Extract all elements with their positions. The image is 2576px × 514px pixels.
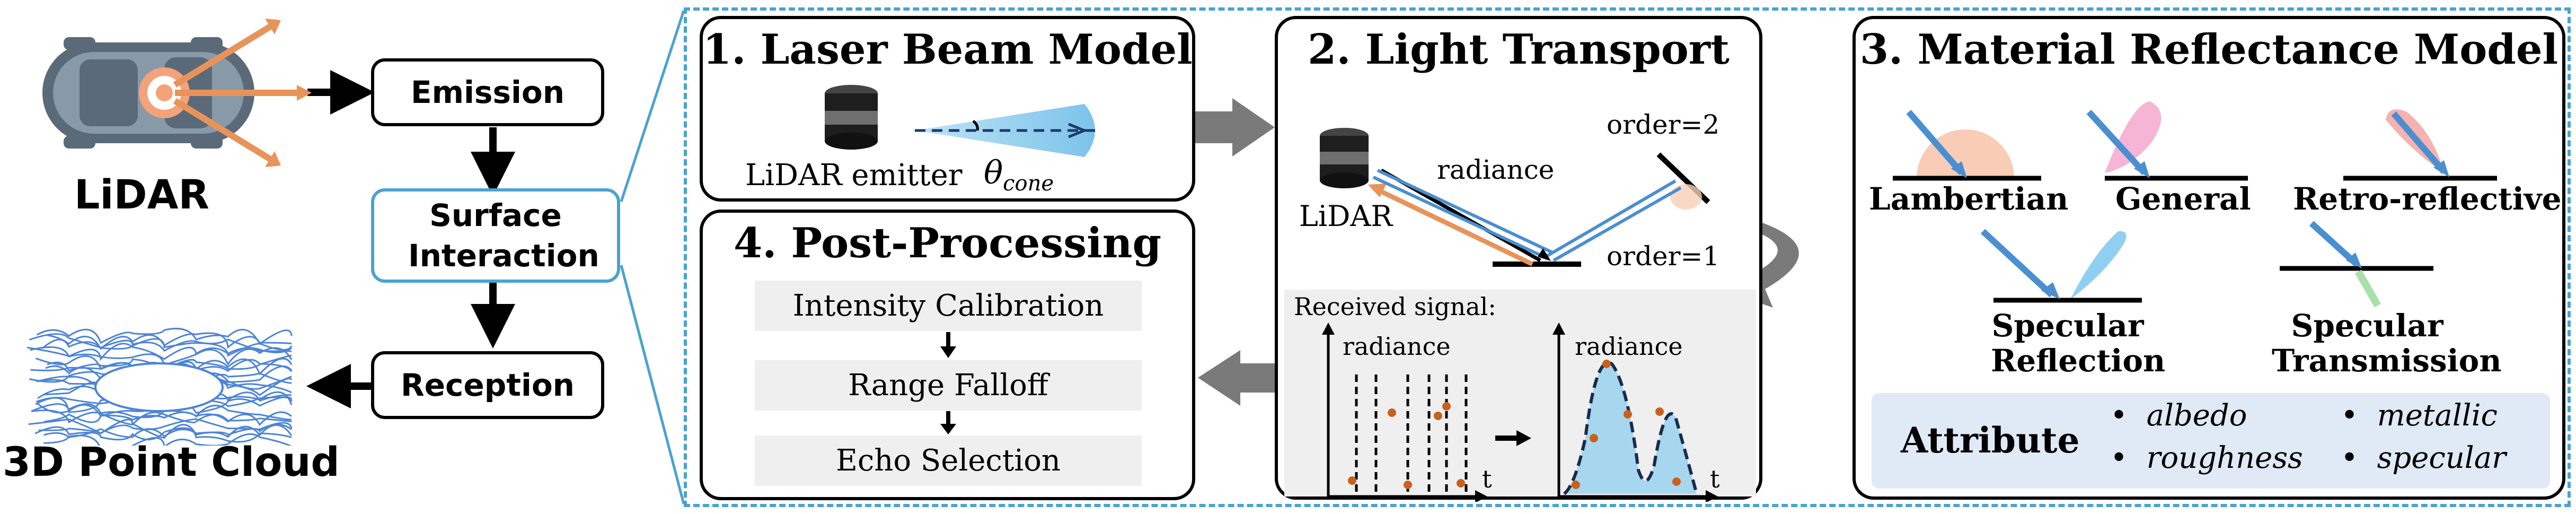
beam-cone-icon: [915, 104, 1095, 157]
surface-interaction-label: Surface Interaction: [408, 197, 599, 274]
step-intensity-calibration: Intensity Calibration: [755, 281, 1142, 331]
attribute-label: Attribute: [1901, 420, 2080, 461]
material-retro-reflective: Retro-reflective: [2293, 181, 2562, 217]
attribute-metallic: • metallic: [2341, 398, 2498, 433]
bullet: •: [2341, 398, 2359, 433]
theta-symbol: θ: [984, 154, 1003, 191]
light-paths-diagram: [1368, 152, 1710, 267]
bullet: •: [2341, 441, 2359, 475]
panel-1-title: 1. Laser Beam Model: [703, 25, 1193, 74]
pipeline-detail-frame: [684, 7, 2571, 507]
zoom-line-top: [620, 10, 685, 202]
plot-right-xlabel: t: [1710, 465, 1720, 493]
attribute-albedo: • albedo: [2110, 398, 2247, 433]
received-signal-plots: [1322, 323, 1718, 502]
theta-subscript: cone: [1003, 171, 1054, 196]
attribute-roughness: • roughness: [2110, 441, 2303, 475]
emission-box: Emission: [371, 58, 604, 126]
plot-right-ylabel: radiance: [1575, 332, 1683, 361]
emission-label: Emission: [411, 74, 564, 110]
bullet: •: [2110, 398, 2128, 433]
specular-transmission-line1: Specular: [2291, 308, 2443, 344]
panel-material-reflectance: 3. Material Reflectance Model Lambertian…: [1852, 16, 2565, 500]
step-range-falloff: Range Falloff: [755, 360, 1142, 411]
reception-label: Reception: [401, 367, 575, 403]
specular-reflection-line2: Reflection: [1991, 343, 2166, 379]
reception-box: Reception: [371, 351, 604, 419]
step-echo-selection: Echo Selection: [755, 435, 1142, 486]
zoom-line-bottom: [620, 265, 685, 504]
attribute-metallic-text: metallic: [2377, 398, 2498, 433]
radiance-label: radiance: [1437, 154, 1555, 185]
material-lambertian: Lambertian: [1869, 181, 2069, 217]
attribute-specular: • specular: [2341, 441, 2506, 475]
plot-left-xlabel: t: [1482, 465, 1492, 493]
point-cloud-image: [27, 328, 293, 446]
attribute-box: [1872, 393, 2550, 489]
material-general: General: [2115, 181, 2251, 217]
panel-laser-beam-model: 1. Laser Beam Model LiDAR emitter θcone: [700, 16, 1195, 202]
lidar-emitter-label: LiDAR emitter: [745, 158, 963, 193]
lidar-label: LiDAR: [74, 171, 209, 218]
panel-3-title: 3. Material Reflectance Model: [1859, 25, 2559, 74]
specular-reflection-line1: Specular: [1991, 308, 2144, 344]
bullet: •: [2110, 441, 2128, 475]
panel-post-processing: 4. Post-Processing Intensity Calibration…: [700, 210, 1195, 500]
lidar-emitter-icon: [825, 85, 878, 150]
panel-light-transport: 2. Light Transport LiDAR radiance order=…: [1275, 16, 1762, 502]
panel-2-title: 2. Light Transport: [1308, 25, 1730, 74]
order-2-label: order=2: [1607, 109, 1720, 140]
lidar-car-icon: [42, 19, 312, 167]
received-signal-label: Received signal:: [1294, 292, 1496, 321]
specular-transmission-label: Specular Transmission: [2272, 308, 2502, 379]
point-cloud-label: 3D Point Cloud: [3, 438, 340, 485]
attribute-roughness-text: roughness: [2146, 441, 2303, 475]
light-transport-lidar-label: LiDAR: [1299, 199, 1393, 233]
specular-transmission-line2: Transmission: [2272, 343, 2502, 379]
specular-reflection-label: Specular Reflection: [1991, 308, 2166, 379]
material-brdf-icons: [1893, 101, 2497, 308]
surface-interaction-box: Surface Interaction: [371, 188, 620, 283]
plot-left-ylabel: radiance: [1343, 332, 1451, 361]
theta-cone-label: θcone: [984, 154, 1054, 196]
lidar-sensor-icon: [1320, 128, 1369, 188]
post-processing-arrows: [940, 332, 956, 434]
order-1-label: order=1: [1607, 241, 1720, 272]
attribute-specular-text: specular: [2377, 441, 2506, 475]
attribute-albedo-text: albedo: [2146, 398, 2247, 433]
panel-4-title: 4. Post-Processing: [733, 219, 1162, 267]
